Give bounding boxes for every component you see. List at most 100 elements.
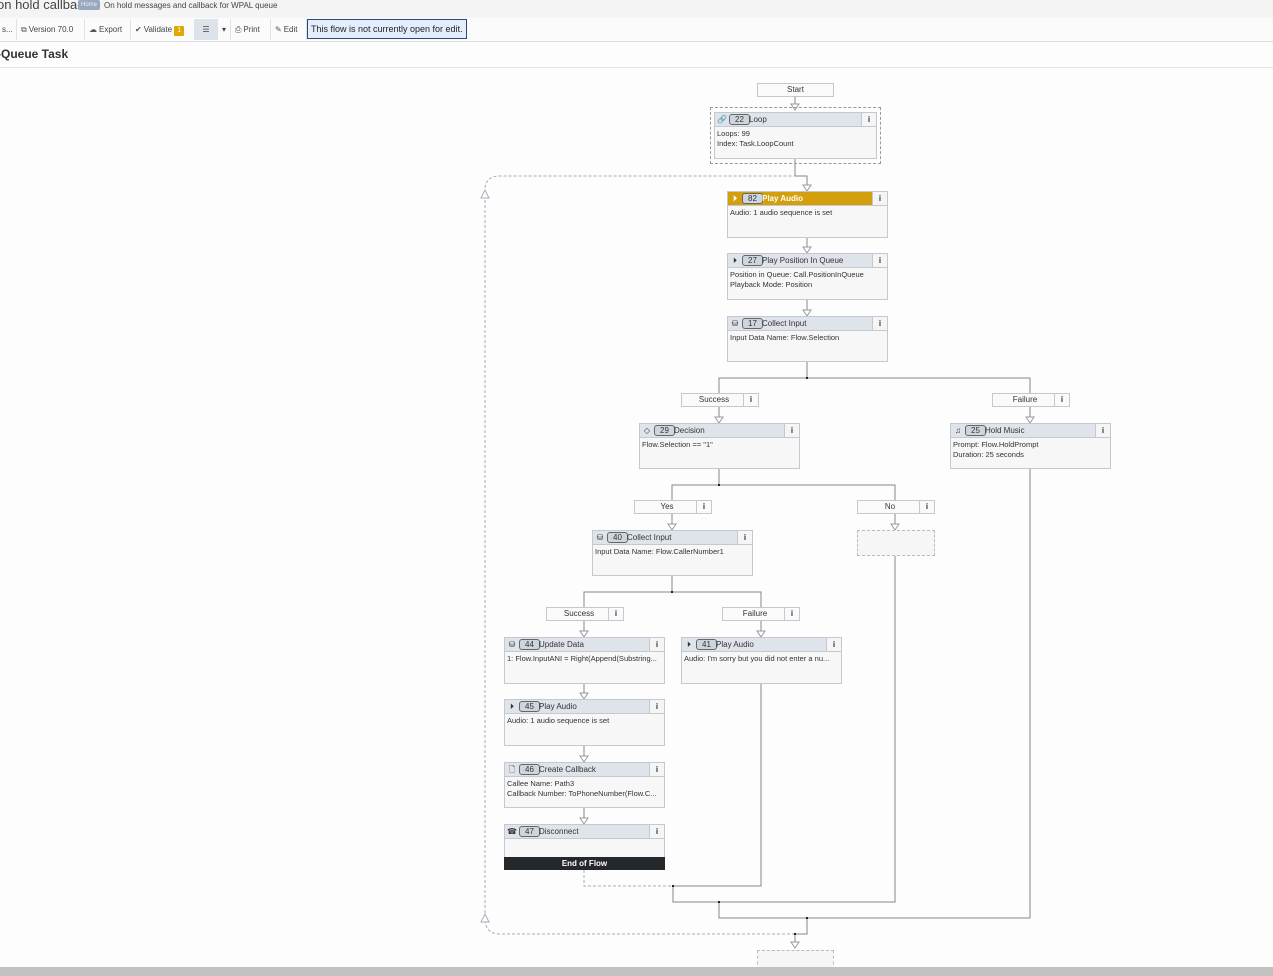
node-number: 40 xyxy=(607,532,628,543)
disconnect-phone-icon: ☎ xyxy=(507,827,517,836)
path-no[interactable]: No i xyxy=(857,500,935,514)
info-button[interactable]: i xyxy=(608,608,623,620)
arrow-down-icon xyxy=(756,630,766,638)
info-button[interactable]: i xyxy=(737,531,752,544)
connector xyxy=(671,484,896,500)
node-detail: Position in Queue: Call.PositionInQueue xyxy=(730,270,864,279)
node-number: 47 xyxy=(519,826,540,837)
info-button[interactable]: i xyxy=(872,192,887,205)
validate-label: Validate xyxy=(143,25,173,34)
connector xyxy=(718,377,1031,393)
info-button[interactable]: i xyxy=(872,317,887,330)
list-icon: ☰ xyxy=(202,25,210,34)
node-label: Disconnect xyxy=(539,827,579,836)
node-detail: Callback Number: ToPhoneNumber(Flow.C... xyxy=(507,789,657,798)
arrow-up-icon xyxy=(480,912,490,923)
junction-dot xyxy=(672,885,674,887)
connector xyxy=(794,918,808,948)
arrow-down-icon xyxy=(1025,416,1035,424)
arrow-down-icon xyxy=(579,817,589,825)
version-icon: ⧉ xyxy=(21,25,27,34)
arrow-down-icon xyxy=(579,755,589,763)
info-button[interactable]: i xyxy=(1054,394,1069,406)
flow-name: on hold callback xyxy=(0,0,91,12)
path-label: Success xyxy=(563,609,595,618)
link-icon: 🔗 xyxy=(717,115,727,124)
empty-drop-target[interactable] xyxy=(857,530,935,556)
node-detail: Input Data Name: Flow.Selection xyxy=(730,333,840,342)
connector xyxy=(672,556,896,903)
truncated-menu-button[interactable]: s... xyxy=(0,19,17,40)
info-button[interactable]: i xyxy=(696,501,711,513)
loop-back-connector xyxy=(484,175,795,935)
print-button[interactable]: ⎙Print xyxy=(231,19,271,40)
info-button[interactable]: i xyxy=(784,424,799,437)
info-button[interactable]: i xyxy=(649,825,664,838)
info-button[interactable]: i xyxy=(649,638,664,651)
connector xyxy=(718,469,1031,919)
diamond-icon: ◇ xyxy=(643,426,651,435)
info-button[interactable]: i xyxy=(1095,424,1110,437)
database-icon: ⛁ xyxy=(731,319,739,328)
version-button[interactable]: ⧉Version 70.0 xyxy=(17,19,85,40)
home-badge: Home xyxy=(78,0,101,10)
info-button[interactable]: i xyxy=(649,763,664,776)
node-detail: Prompt: Flow.HoldPrompt xyxy=(953,440,1039,449)
node-detail: Audio: 1 audio sequence is set xyxy=(507,716,610,725)
export-button[interactable]: ☁Export xyxy=(85,19,131,40)
node-label: Play Audio xyxy=(716,640,754,649)
info-button[interactable]: i xyxy=(826,638,841,651)
export-label: Export xyxy=(99,25,123,34)
info-button[interactable]: i xyxy=(919,501,934,513)
node-detail: Input Data Name: Flow.CallerNumber1 xyxy=(595,547,724,556)
node-detail: Index: Task.LoopCount xyxy=(717,139,794,148)
arrow-down-icon xyxy=(579,630,589,638)
info-button[interactable]: i xyxy=(743,394,758,406)
info-button[interactable]: i xyxy=(872,254,887,267)
truncated-label: s... xyxy=(2,25,13,34)
horizontal-scrollbar[interactable] xyxy=(0,967,1273,976)
view-dropdown-button[interactable]: ▾ xyxy=(218,19,231,40)
node-label: Collect Input xyxy=(762,319,807,328)
list-view-button[interactable]: ☰ xyxy=(195,19,218,40)
arrow-down-icon xyxy=(802,309,812,317)
start-node[interactable]: Start xyxy=(757,83,834,97)
arrow-down-icon xyxy=(890,523,900,531)
info-button[interactable]: i xyxy=(784,608,799,620)
node-number: 46 xyxy=(519,764,540,775)
document-icon: 🗋 xyxy=(508,765,516,774)
printer-icon: ⎙ xyxy=(235,25,242,34)
info-button[interactable]: i xyxy=(861,113,876,126)
edit-button[interactable]: ✎Edit xyxy=(271,19,307,40)
path-failure[interactable]: Failure i xyxy=(992,393,1070,407)
junction-dot xyxy=(718,901,720,903)
node-detail: Flow.Selection == "1" xyxy=(642,440,713,449)
validate-button[interactable]: ✔Validate 1 xyxy=(131,19,195,40)
edit-label: Edit xyxy=(283,25,298,34)
path-success[interactable]: Success i xyxy=(546,607,624,621)
path-label: No xyxy=(884,502,896,511)
node-number: 17 xyxy=(742,318,763,329)
node-number: 41 xyxy=(696,639,717,650)
node-label: Play Audio xyxy=(762,194,804,203)
node-number: 44 xyxy=(519,639,540,650)
info-button[interactable]: i xyxy=(649,700,664,713)
junction-dot xyxy=(671,591,673,593)
path-label: Failure xyxy=(1012,395,1038,404)
